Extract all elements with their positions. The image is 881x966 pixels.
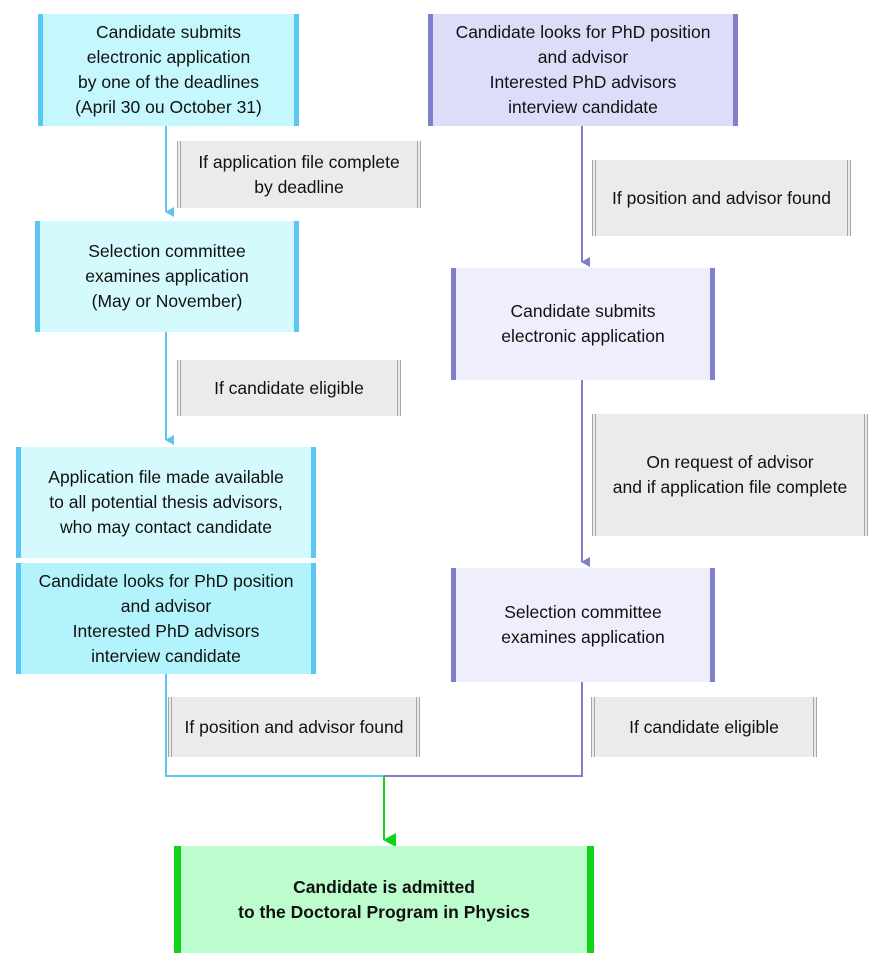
condition-text: If position and advisor found xyxy=(184,716,404,737)
final-candidate-admitted: Candidate is admitted to the Doctoral Pr… xyxy=(174,846,594,953)
condition-text: If candidate eligible xyxy=(629,716,779,737)
condition-candidate-eligible-left: If candidate eligible xyxy=(177,360,401,416)
step-look-for-position-right: Candidate looks for PhD position and adv… xyxy=(428,14,738,126)
step-text: Candidate submits electronic application xyxy=(501,301,665,346)
connector-l4-final xyxy=(165,674,384,777)
final-text: Candidate is admitted to the Doctoral Pr… xyxy=(238,876,530,922)
step-submit-application-right: Candidate submits electronic application xyxy=(451,268,715,380)
step-file-made-available: Application file made available to all p… xyxy=(16,447,316,558)
step-look-for-position-left: Candidate looks for PhD position and adv… xyxy=(16,563,316,674)
step-committee-examines-may-nov: Selection committee examines application… xyxy=(35,221,299,332)
step-text: Candidate submits electronic application… xyxy=(75,22,262,117)
condition-text: If position and advisor found xyxy=(612,187,831,208)
step-submit-application-deadline: Candidate submits electronic application… xyxy=(38,14,299,126)
condition-file-complete-by-deadline: If application file complete by deadline xyxy=(177,141,421,208)
connector-r3-final xyxy=(384,682,583,777)
step-text: Candidate looks for PhD position and adv… xyxy=(455,22,711,117)
step-text: Selection committee examines application xyxy=(501,602,665,647)
step-text: Selection committee examines application… xyxy=(85,241,249,311)
condition-text: If application file complete by deadline xyxy=(198,151,400,197)
step-text: Candidate looks for PhD position and adv… xyxy=(38,570,294,666)
step-text: Application file made available to all p… xyxy=(48,467,284,537)
condition-text: If candidate eligible xyxy=(214,377,364,398)
step-committee-examines-right: Selection committee examines application xyxy=(451,568,715,682)
condition-position-found-left: If position and advisor found xyxy=(168,697,420,757)
condition-on-request-of-advisor: On request of advisor and if application… xyxy=(592,414,868,536)
condition-candidate-eligible-right: If candidate eligible xyxy=(591,697,817,757)
condition-text: On request of advisor and if application… xyxy=(612,452,848,497)
condition-position-found-right: If position and advisor found xyxy=(592,160,851,236)
